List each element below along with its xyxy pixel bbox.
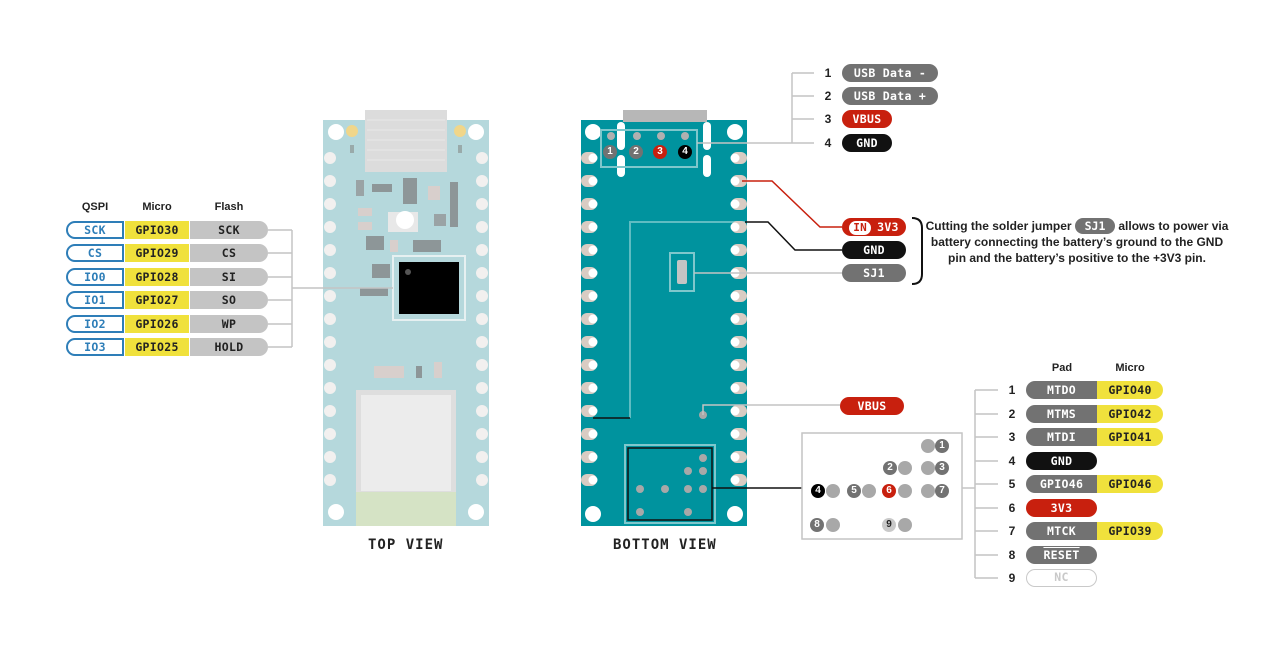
usb-pin-number: 2 [824, 89, 832, 103]
pad-marker: 8 [810, 518, 824, 532]
jtag-bracket [974, 389, 998, 579]
qspi-bracket [268, 229, 393, 348]
jtag-pad-cell: NC [1026, 569, 1097, 587]
micro-gpio-cell: GPIO29 [125, 244, 189, 262]
jtag-micro-cell: GPIO42 [1097, 405, 1163, 423]
jtag-pin-number: 4 [1008, 454, 1016, 468]
micro-gpio-cell: GPIO27 [125, 291, 189, 309]
pad-marker: 6 [882, 484, 896, 498]
pin-3v3-label: 3V3 [877, 220, 899, 234]
jtag-pin-number: 5 [1008, 477, 1016, 491]
jtag-micro-header: Micro [1115, 362, 1145, 374]
jtag-pin-number: 1 [1008, 383, 1016, 397]
pad-marker: 4 [811, 484, 825, 498]
micro-gpio-cell: GPIO30 [125, 221, 189, 239]
jtag-pad-cell: MTMS [1026, 405, 1097, 423]
flash-cell: SO [190, 291, 268, 309]
micro-gpio-cell: GPIO26 [125, 315, 189, 333]
flash-cell: WP [190, 315, 268, 333]
jtag-pad-cell: GND [1026, 452, 1097, 470]
usb-pin-number: 3 [824, 112, 832, 126]
jtag-pad-cell: GPIO46 [1026, 475, 1097, 493]
usb-pin-marker: 4 [678, 145, 692, 159]
micro-gpio-cell: GPIO25 [125, 338, 189, 356]
pad-marker: 3 [935, 461, 949, 475]
jtag-pin-number: 3 [1008, 430, 1016, 444]
pad-marker: 5 [847, 484, 861, 498]
jtag-pad-cell: MTDO [1026, 381, 1097, 399]
flash-header: Flash [214, 201, 244, 213]
jtag-pin-number: 7 [1008, 524, 1016, 538]
jtag-pin-number: 9 [1008, 571, 1016, 585]
bottom-view-wires [593, 72, 923, 489]
flash-cell: SI [190, 268, 268, 286]
usb-pin-label: USB Data + [842, 87, 938, 105]
top-view-board [323, 110, 489, 526]
usb-pin-number: 1 [824, 66, 832, 80]
pin-gnd: GND [842, 241, 906, 259]
jtag-pad-cell: 3V3 [1026, 499, 1097, 517]
qspi-cell: CS [66, 244, 124, 262]
note-after: allows to power via battery connecting t… [930, 219, 1229, 265]
jtag-micro-cell: GPIO46 [1097, 475, 1163, 493]
jtag-micro-cell: GPIO40 [1097, 381, 1163, 399]
jtag-pad-cell: RESET [1026, 546, 1097, 564]
qspi-cell: IO3 [66, 338, 124, 356]
usb-pin-marker: 2 [629, 145, 643, 159]
qspi-cell: SCK [66, 221, 124, 239]
qspi-cell: IO0 [66, 268, 124, 286]
qspi-cell: IO1 [66, 291, 124, 309]
jtag-micro-cell: GPIO41 [1097, 428, 1163, 446]
micro-gpio-cell: GPIO28 [125, 268, 189, 286]
bottom-view-label: BOTTOM VIEW [613, 537, 717, 553]
jtag-pin-number: 8 [1008, 548, 1016, 562]
pin-sj1: SJ1 [842, 264, 906, 282]
pin-vbus: VBUS [840, 397, 904, 415]
usb-pin-marker: 1 [603, 145, 617, 159]
usb-pin-label: VBUS [842, 110, 892, 128]
qspi-cell: IO2 [66, 315, 124, 333]
pad-marker: 2 [883, 461, 897, 475]
qspi-header: QSPI [81, 201, 109, 213]
jtag-pin-number: 2 [1008, 407, 1016, 421]
pad-marker: 1 [935, 439, 949, 453]
jtag-pad-cell: MTDI [1026, 428, 1097, 446]
in-badge: IN [849, 221, 872, 235]
flash-cell: SCK [190, 221, 268, 239]
pad-marker: 7 [935, 484, 949, 498]
usb-pin-label: USB Data - [842, 64, 938, 82]
note-sj1-pill: SJ1 [1074, 218, 1116, 234]
flash-cell: CS [190, 244, 268, 262]
flash-cell: HOLD [190, 338, 268, 356]
usb-pin-number: 4 [824, 136, 832, 150]
micro-header: Micro [142, 201, 172, 213]
bottom-view-board [581, 110, 747, 526]
usb-pin-label: GND [842, 134, 892, 152]
note-before: Cutting the solder jumper [925, 219, 1072, 233]
jtag-pin-number: 6 [1008, 501, 1016, 515]
pad-marker: 9 [882, 518, 896, 532]
usb-pin-marker: 3 [653, 145, 667, 159]
jtag-pad-cell: MTCK [1026, 522, 1097, 540]
pad-header: Pad [1051, 362, 1073, 374]
jtag-micro-cell: GPIO39 [1097, 522, 1163, 540]
pin-3v3: IN 3V3 [842, 218, 906, 236]
top-view-label: TOP VIEW [368, 537, 444, 553]
